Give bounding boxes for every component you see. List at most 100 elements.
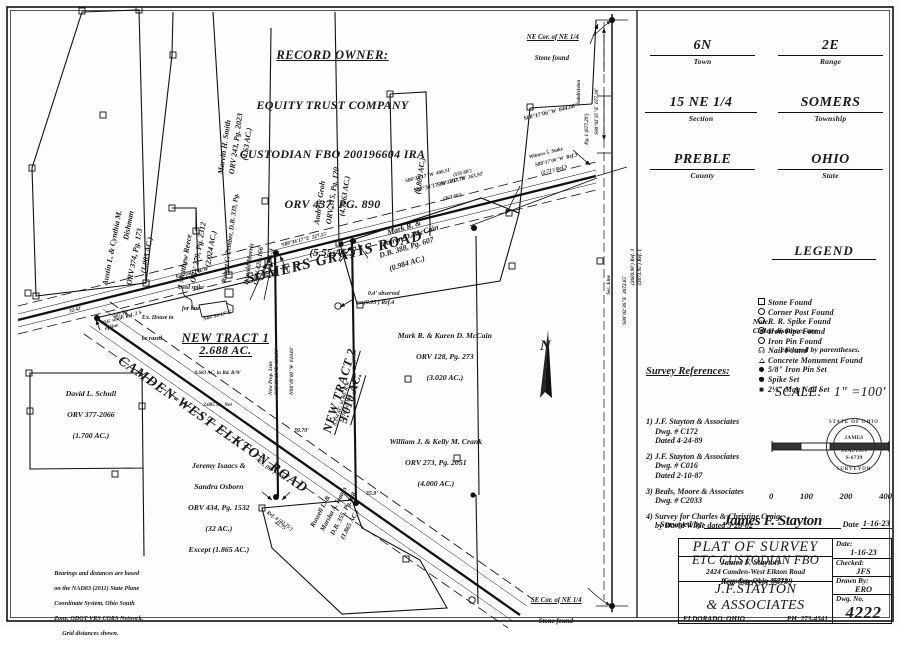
survey-ref-num-3: 4) bbox=[646, 511, 655, 521]
survey-ref-l2-1: Dwg. # C016 bbox=[655, 461, 698, 471]
legend-note-text-1: Called distances are bbox=[752, 326, 818, 335]
bearing-note-l1: Bearings and distances are based bbox=[54, 569, 140, 577]
title-block-dwg-cell: Dwg. No. 4222 bbox=[833, 595, 891, 623]
state-value: OHIO bbox=[778, 152, 883, 170]
section-label: Section bbox=[688, 114, 714, 123]
legend-row-9: ■2½" Mag Nail Set bbox=[755, 384, 893, 394]
title-block-plat-row: PLAT OF SURVEY bbox=[679, 539, 832, 557]
legend-row-7: 5/8" Iron Pin Set bbox=[755, 365, 893, 375]
legend-row-3: Iron Pipe Found bbox=[755, 327, 893, 337]
parcel-label-schull: David L. Schull ORV 377-2066 (1.700 AC.) bbox=[22, 378, 152, 452]
record-owner-block: RECORD OWNER: EQUITY TRUST COMPANY CUSTO… bbox=[225, 12, 440, 295]
township-label: Township bbox=[814, 114, 847, 123]
legend-label-9: 2½" Mag Nail Set bbox=[768, 384, 830, 394]
bearing-note-l2: on the NAD83 (2011) State Plane bbox=[54, 584, 140, 592]
range-field: 2E Range bbox=[778, 38, 883, 66]
legend-label-7: 5/8" Iron Pin Set bbox=[768, 365, 827, 375]
bearing-18: Sec. Line bbox=[606, 274, 612, 295]
bearing-25: 35.9' bbox=[365, 490, 378, 497]
state-label: State bbox=[822, 171, 839, 180]
title-block-checked-value: JFS bbox=[856, 566, 871, 576]
surveyor-printed-name: James F. Stayton bbox=[720, 557, 780, 567]
ne-corner-sub: Stone found bbox=[534, 54, 569, 62]
legend-row-8: Spike Set bbox=[755, 375, 893, 385]
square-open-icon bbox=[755, 298, 768, 307]
legend-row-0: Stone Found bbox=[755, 298, 893, 308]
range-value: 2E bbox=[778, 38, 883, 56]
legend-row-1: Corner Post Found bbox=[755, 307, 893, 318]
survey-ref-l1-0: J.F. Stayton & Associates bbox=[654, 417, 740, 426]
parcel-label-jeremy-isaacs: Jeremy Isaacs & Sandra Osborn ORV 434, P… bbox=[140, 450, 290, 566]
house-razed-note: Ex. House to be razed bbox=[141, 314, 174, 342]
used-spike-note: Used spike for line. bbox=[177, 284, 204, 312]
scale-tick-3: 400 bbox=[879, 491, 892, 501]
record-owner-title: RECORD OWNER: bbox=[276, 48, 389, 62]
title-block-firm1: J.F.STAYTON bbox=[714, 582, 797, 597]
seal-name-1: JAMES bbox=[844, 435, 864, 441]
title-block-firm-row: J.F.STAYTON & ASSOCIATES ELDORADO, OHIO … bbox=[679, 582, 832, 623]
title-block-drawn-label: Drawn By: bbox=[836, 576, 869, 585]
range-label: Range bbox=[819, 57, 842, 66]
seal-number: S-6739 bbox=[845, 454, 863, 461]
new-tract-1-label: NEW TRACT 1 2.688 AC. 0.683 AC. in Rd. R… bbox=[155, 322, 280, 431]
seal-outer-ring bbox=[826, 418, 882, 474]
title-block-dwg-label: Dwg. No. bbox=[836, 594, 864, 603]
record-owner-line1: EQUITY TRUST COMPANY bbox=[256, 98, 409, 112]
title-block-phone: PH. 273-4341 bbox=[786, 615, 828, 623]
survey-ref-l3-1: Dated 2-10-87 bbox=[655, 470, 703, 480]
bearing-15: S00°02'35"E 677.30' bbox=[352, 348, 358, 395]
record-owner-line4: (5.55 AC.) bbox=[309, 247, 356, 260]
title-block-line2: ETC CUSTODIAN FBO bbox=[691, 553, 820, 568]
bearing-note-l5: Grid distances shown. bbox=[62, 630, 119, 638]
parcel-jisaacs-l3: ORV 434, Pg. 1532 bbox=[188, 502, 250, 512]
parcel-dishman-l4: (1.903 AC.) bbox=[138, 236, 155, 275]
survey-ref-l2-3: by David Wikle dated 5-28-02 bbox=[655, 521, 754, 531]
parcel-groh-l3: (4.1963 AC.) bbox=[337, 175, 352, 217]
parcel-crank-l1: William J. & Kelly M. Crank bbox=[389, 436, 483, 446]
legend-row-6: Concrete Monument Found bbox=[755, 356, 893, 366]
title-block-drawn-value: ERO bbox=[854, 584, 873, 594]
survey-ref-l1-3: Survey for Charles & Christine Craig bbox=[654, 511, 781, 521]
scale-tick-1: 100 bbox=[799, 491, 813, 501]
title-block-date-cell: Date: 1-16-23 bbox=[833, 539, 891, 559]
title-block-firm-contact: ELDORADO, OHIO PH. 273-4341 bbox=[679, 614, 832, 623]
parcel-jisaacs-l4: (32 AC.) bbox=[205, 523, 233, 533]
parcel-mccain-large-l2: ORV 128, Pg. 273 bbox=[416, 351, 474, 361]
title-block-date-value: 1-16-23 bbox=[850, 547, 877, 557]
parcel-schull-l3: (1.700 AC.) bbox=[72, 430, 110, 440]
seal-name-3: STAYTON bbox=[840, 448, 868, 455]
surveyed-by-prefix: Surveyed by: bbox=[660, 520, 705, 529]
parcel-crank-l3: (4.000 AC.) bbox=[417, 478, 455, 488]
parcel-schull-l1: David L. Schull bbox=[65, 388, 117, 398]
seal-inner-ring bbox=[833, 425, 875, 467]
title-block-client-row: ETC CUSTODIAN FBO 2424 Camden-West Elkto… bbox=[679, 553, 832, 584]
se-corner-text: SE Cor. of NE 1/4 bbox=[530, 596, 582, 604]
survey-ref-l3-0: Dated 4-24-89 bbox=[655, 436, 703, 446]
scale-tick-2: 200 bbox=[839, 491, 853, 501]
parcel-schull-l2: ORV 377-2066 bbox=[67, 409, 115, 419]
parcel-mccain-large-l1: Mark R. & Karen D. McCain bbox=[397, 330, 493, 340]
title-block: PLAT OF SURVEY ETC CUSTODIAN FBO 2424 Ca… bbox=[678, 538, 892, 624]
title-block-checked-label: Checked: bbox=[836, 558, 864, 567]
circle-filled-icon bbox=[755, 365, 768, 374]
record-owner-line2: CUSTODIAN FBO 200196604 IRA bbox=[239, 147, 426, 162]
spike-filled-icon bbox=[755, 375, 768, 384]
township-value: SOMERS bbox=[778, 95, 883, 113]
legend-label-4: Iron Pin Found bbox=[768, 336, 822, 346]
bearing-17b: S00°02'35"E 677.30' bbox=[594, 88, 600, 135]
section-field: 15 NE 1/4 Section bbox=[645, 95, 757, 123]
bearing-17: Subdivision bbox=[576, 79, 582, 105]
circle-open-icon bbox=[755, 307, 768, 317]
township-field: SOMERS Township bbox=[778, 95, 883, 123]
seal-bottom-arc: SURVEYOR bbox=[836, 467, 872, 473]
county-value: PREBLE bbox=[650, 152, 755, 170]
survey-references-block: Survey References: 1) J.F. Stayton & Ass… bbox=[646, 330, 836, 573]
parcel-smith-l3: (4.63 AC.) bbox=[239, 127, 254, 161]
surveyed-by-block: Surveyed by: James F. Stayton Date 1-16-… bbox=[660, 497, 892, 614]
title-block-date-label: Date: bbox=[836, 539, 853, 548]
plat-sheet: RECORD OWNER: EQUITY TRUST COMPANY CUSTO… bbox=[6, 6, 894, 638]
survey-ref-num-2: 3) bbox=[646, 486, 655, 496]
town-field: 6N Town bbox=[650, 38, 755, 66]
